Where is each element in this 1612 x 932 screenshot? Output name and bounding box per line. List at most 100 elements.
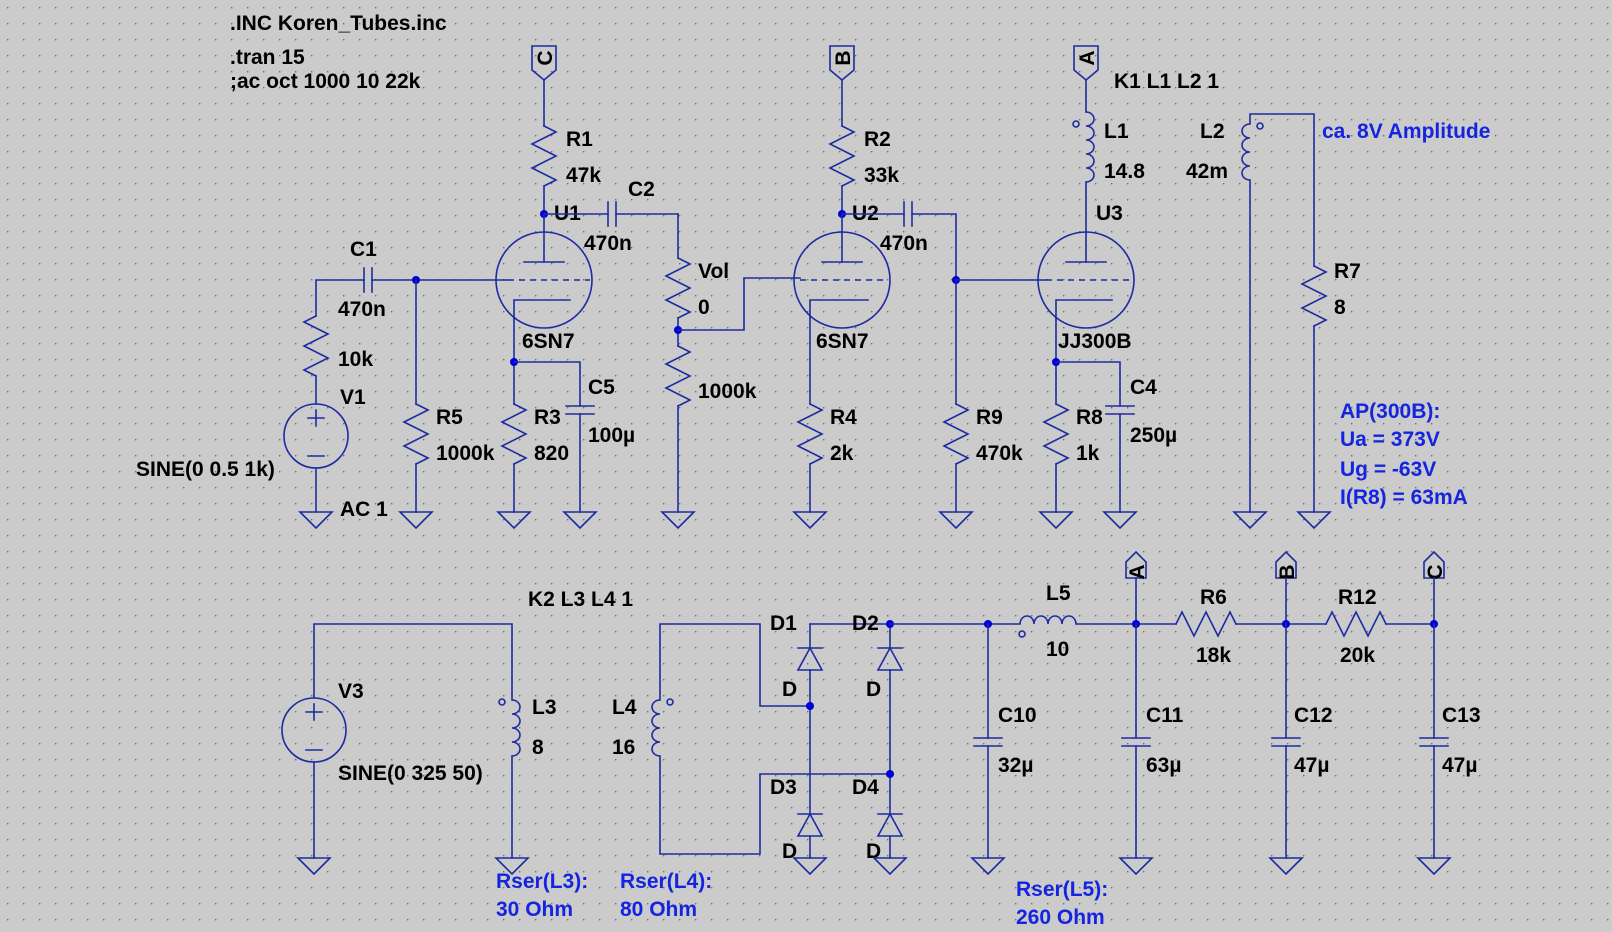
directive-k2[interactable]: K2 L3 L4 1 <box>528 588 633 611</box>
c5-value[interactable]: 100µ <box>588 424 635 447</box>
inductor-l3[interactable] <box>498 698 521 757</box>
r6-name[interactable]: R6 <box>1200 586 1227 609</box>
resistor-r6[interactable] <box>1174 610 1238 638</box>
r9-name[interactable]: R9 <box>976 406 1003 429</box>
c5-name[interactable]: C5 <box>588 376 615 399</box>
port-c-bottom[interactable]: C <box>1423 550 1447 580</box>
potentiometer-vol[interactable] <box>664 256 692 513</box>
u3-model[interactable]: JJ300B <box>1058 330 1132 353</box>
v1-name[interactable]: V1 <box>340 386 366 409</box>
note-rser-l3[interactable]: Rser(L3): <box>496 870 588 893</box>
c11-name[interactable]: C11 <box>1146 704 1184 727</box>
diode-d1[interactable] <box>796 623 824 707</box>
resistor-r7[interactable] <box>1300 264 1328 328</box>
resistor-r12[interactable] <box>1324 610 1388 638</box>
diode-d3[interactable] <box>796 705 824 859</box>
note-amplitude[interactable]: ca. 8V Amplitude <box>1322 120 1490 143</box>
directive-ac-comment[interactable]: ;ac oct 1000 10 22k <box>230 70 421 93</box>
c1-value[interactable]: 470n <box>338 298 386 321</box>
resistor-r4[interactable] <box>796 402 824 466</box>
d4-model[interactable]: D <box>866 840 881 863</box>
l4-name[interactable]: L4 <box>612 696 637 719</box>
r12-value[interactable]: 20k <box>1340 644 1375 667</box>
v3-name[interactable]: V3 <box>338 680 364 703</box>
c12-name[interactable]: C12 <box>1294 704 1333 727</box>
l4-value[interactable]: 16 <box>612 736 635 759</box>
l5-value[interactable]: 10 <box>1046 638 1069 661</box>
r1-value[interactable]: 47k <box>566 164 601 187</box>
directive-tran[interactable]: .tran 15 <box>230 46 305 69</box>
inductor-l2[interactable] <box>1241 122 1264 181</box>
inductor-l4[interactable] <box>651 698 674 757</box>
d2-model[interactable]: D <box>866 678 881 701</box>
c10-name[interactable]: C10 <box>998 704 1037 727</box>
diode-d4[interactable] <box>876 773 904 859</box>
v1-value[interactable]: SINE(0 0.5 1k) <box>136 458 275 481</box>
r10-value[interactable]: 10k <box>338 348 373 371</box>
resistor-r3[interactable] <box>500 402 528 466</box>
note-rser-l3-value[interactable]: 30 Ohm <box>496 898 573 921</box>
l3-value[interactable]: 8 <box>532 736 544 759</box>
r3-value[interactable]: 820 <box>534 442 569 465</box>
d4-name[interactable]: D4 <box>852 776 879 799</box>
r8-name[interactable]: R8 <box>1076 406 1103 429</box>
note-rser-l4[interactable]: Rser(L4): <box>620 870 712 893</box>
resistor-r10[interactable] <box>302 314 330 378</box>
r3-name[interactable]: R3 <box>534 406 561 429</box>
note-ap-title[interactable]: AP(300B): <box>1340 400 1440 423</box>
c12-value[interactable]: 47µ <box>1294 754 1329 777</box>
r7-value[interactable]: 8 <box>1334 296 1346 319</box>
note-rser-l4-value[interactable]: 80 Ohm <box>620 898 697 921</box>
vol-value2[interactable]: 1000k <box>698 380 757 403</box>
c10-value[interactable]: 32µ <box>998 754 1033 777</box>
vol-value[interactable]: 0 <box>698 296 710 319</box>
tube-u2[interactable] <box>793 213 891 329</box>
directive-include[interactable]: .INC Koren_Tubes.inc <box>230 12 447 35</box>
resistor-r1[interactable] <box>530 79 558 215</box>
u1-model[interactable]: 6SN7 <box>522 330 575 353</box>
r9-value[interactable]: 470k <box>976 442 1023 465</box>
r4-name[interactable]: R4 <box>830 406 857 429</box>
v3-value[interactable]: SINE(0 325 50) <box>338 762 483 785</box>
r6-value[interactable]: 18k <box>1196 644 1231 667</box>
port-c-top[interactable]: C <box>531 45 557 82</box>
resistor-r9[interactable] <box>942 402 970 466</box>
port-a-bottom[interactable]: A <box>1125 550 1149 580</box>
l1-value[interactable]: 14.8 <box>1104 160 1145 183</box>
l5-name[interactable]: L5 <box>1046 582 1071 605</box>
r1-name[interactable]: R1 <box>566 128 593 151</box>
r2-name[interactable]: R2 <box>864 128 891 151</box>
r8-value[interactable]: 1k <box>1076 442 1100 465</box>
c11-value[interactable]: 63µ <box>1146 754 1181 777</box>
r2-value[interactable]: 33k <box>864 164 899 187</box>
port-b-bottom[interactable]: B <box>1275 550 1299 580</box>
r5-name[interactable]: R5 <box>436 406 463 429</box>
resistor-r2[interactable] <box>828 79 856 215</box>
r4-value[interactable]: 2k <box>830 442 854 465</box>
r12-name[interactable]: R12 <box>1338 586 1377 609</box>
r7-name[interactable]: R7 <box>1334 260 1361 283</box>
u2-model[interactable]: 6SN7 <box>816 330 869 353</box>
l2-value[interactable]: 42m <box>1186 160 1228 183</box>
note-ir8[interactable]: I(R8) = 63mA <box>1340 486 1468 509</box>
l2-name[interactable]: L2 <box>1200 120 1225 143</box>
r5-value[interactable]: 1000k <box>436 442 495 465</box>
c4-name[interactable]: C4 <box>1130 376 1157 399</box>
c4-value[interactable]: 250µ <box>1130 424 1177 447</box>
inductor-l1[interactable] <box>1072 111 1095 183</box>
c1-name[interactable]: C1 <box>350 238 377 261</box>
tube-u3[interactable] <box>1037 231 1135 329</box>
directive-k1[interactable]: K1 L1 L2 1 <box>1114 70 1219 93</box>
note-ua[interactable]: Ua = 373V <box>1340 428 1440 451</box>
resistor-r8[interactable] <box>1042 402 1070 466</box>
d1-model[interactable]: D <box>782 678 797 701</box>
c2-name[interactable]: C2 <box>628 178 655 201</box>
note-rser-l5-value[interactable]: 260 Ohm <box>1016 906 1105 929</box>
d3-name[interactable]: D3 <box>770 776 797 799</box>
l1-name[interactable]: L1 <box>1104 120 1129 143</box>
v1-ac[interactable]: AC 1 <box>340 498 388 521</box>
l3-name[interactable]: L3 <box>532 696 557 719</box>
c2-value[interactable]: 470n <box>584 232 632 255</box>
c13-name[interactable]: C13 <box>1442 704 1481 727</box>
